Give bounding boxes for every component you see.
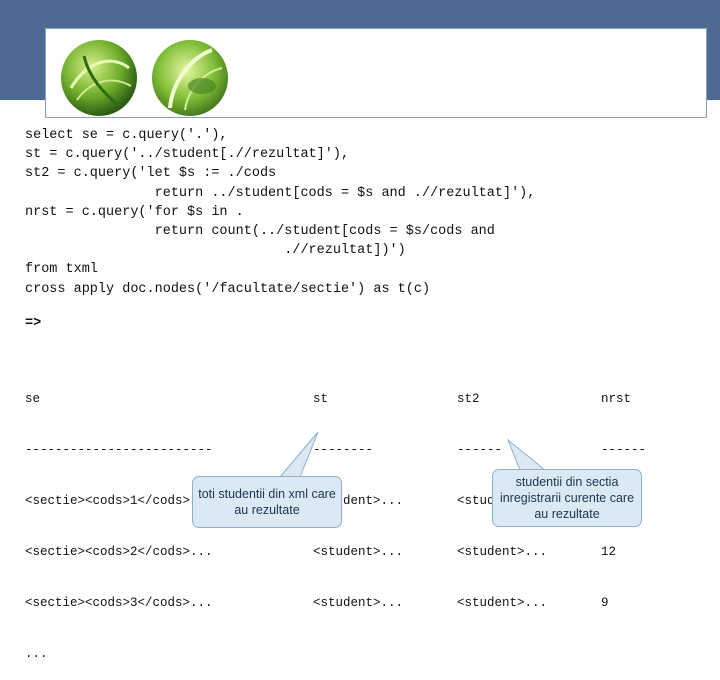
result-cell: <student>... <box>457 596 548 610</box>
result-column-se: se ------------------------- <sectie><co… <box>25 357 213 680</box>
column-header: se <box>25 392 41 406</box>
column-rule: -------- <box>313 443 374 457</box>
code-line: return count(../student[cods = $s/cods a… <box>25 224 495 240</box>
result-arrow: => <box>25 316 42 331</box>
column-header: st2 <box>457 392 480 406</box>
callout-st-note: toti studentii din xml care au rezultate <box>192 476 342 528</box>
sql-code-block: select se = c.query('.'), st = c.query('… <box>25 126 535 299</box>
callout-text: toti studentii din xml care au rezultate <box>198 487 336 517</box>
column-rule: ------ <box>457 443 503 457</box>
result-cell: ... <box>25 647 48 661</box>
result-cell: 12 <box>601 545 617 559</box>
result-cell: 9 <box>601 596 609 610</box>
code-line: cross apply doc.nodes('/facultate/sectie… <box>25 281 431 297</box>
leaf-logo-icon <box>61 40 137 116</box>
code-line: nrst = c.query('for $s in . <box>25 204 244 220</box>
column-header: st <box>313 392 329 406</box>
slide-title: C09 - DS <box>630 32 692 49</box>
code-line: select se = c.query('.'), <box>25 128 228 143</box>
result-cell: <student>... <box>313 596 404 610</box>
column-rule: ------------------------- <box>25 443 213 457</box>
code-line: .//rezultat])') <box>25 243 406 259</box>
code-line: st2 = c.query('let $s := ./cods <box>25 166 277 182</box>
result-cell: <sectie><cods>1</cods>... <box>25 494 213 508</box>
code-line: st = c.query('../student[.//rezultat]'), <box>25 147 350 163</box>
column-header: nrst <box>601 392 632 406</box>
result-cell: <sectie><cods>3</cods>... <box>25 596 213 610</box>
result-cell: <student>... <box>313 545 404 559</box>
column-rule: ------ <box>601 443 647 457</box>
result-cell: <student>... <box>457 545 548 559</box>
callout-st2-note: studentii din sectia inregistrarii curen… <box>492 469 642 527</box>
code-line: from txml <box>25 262 98 278</box>
callout-text: studentii din sectia inregistrarii curen… <box>499 475 635 521</box>
result-cell: <sectie><cods>2</cods>... <box>25 545 213 559</box>
code-line: return ../student[cods = $s and .//rezul… <box>25 185 536 201</box>
header-box <box>45 28 707 118</box>
leaf-logo-icon <box>152 40 228 116</box>
